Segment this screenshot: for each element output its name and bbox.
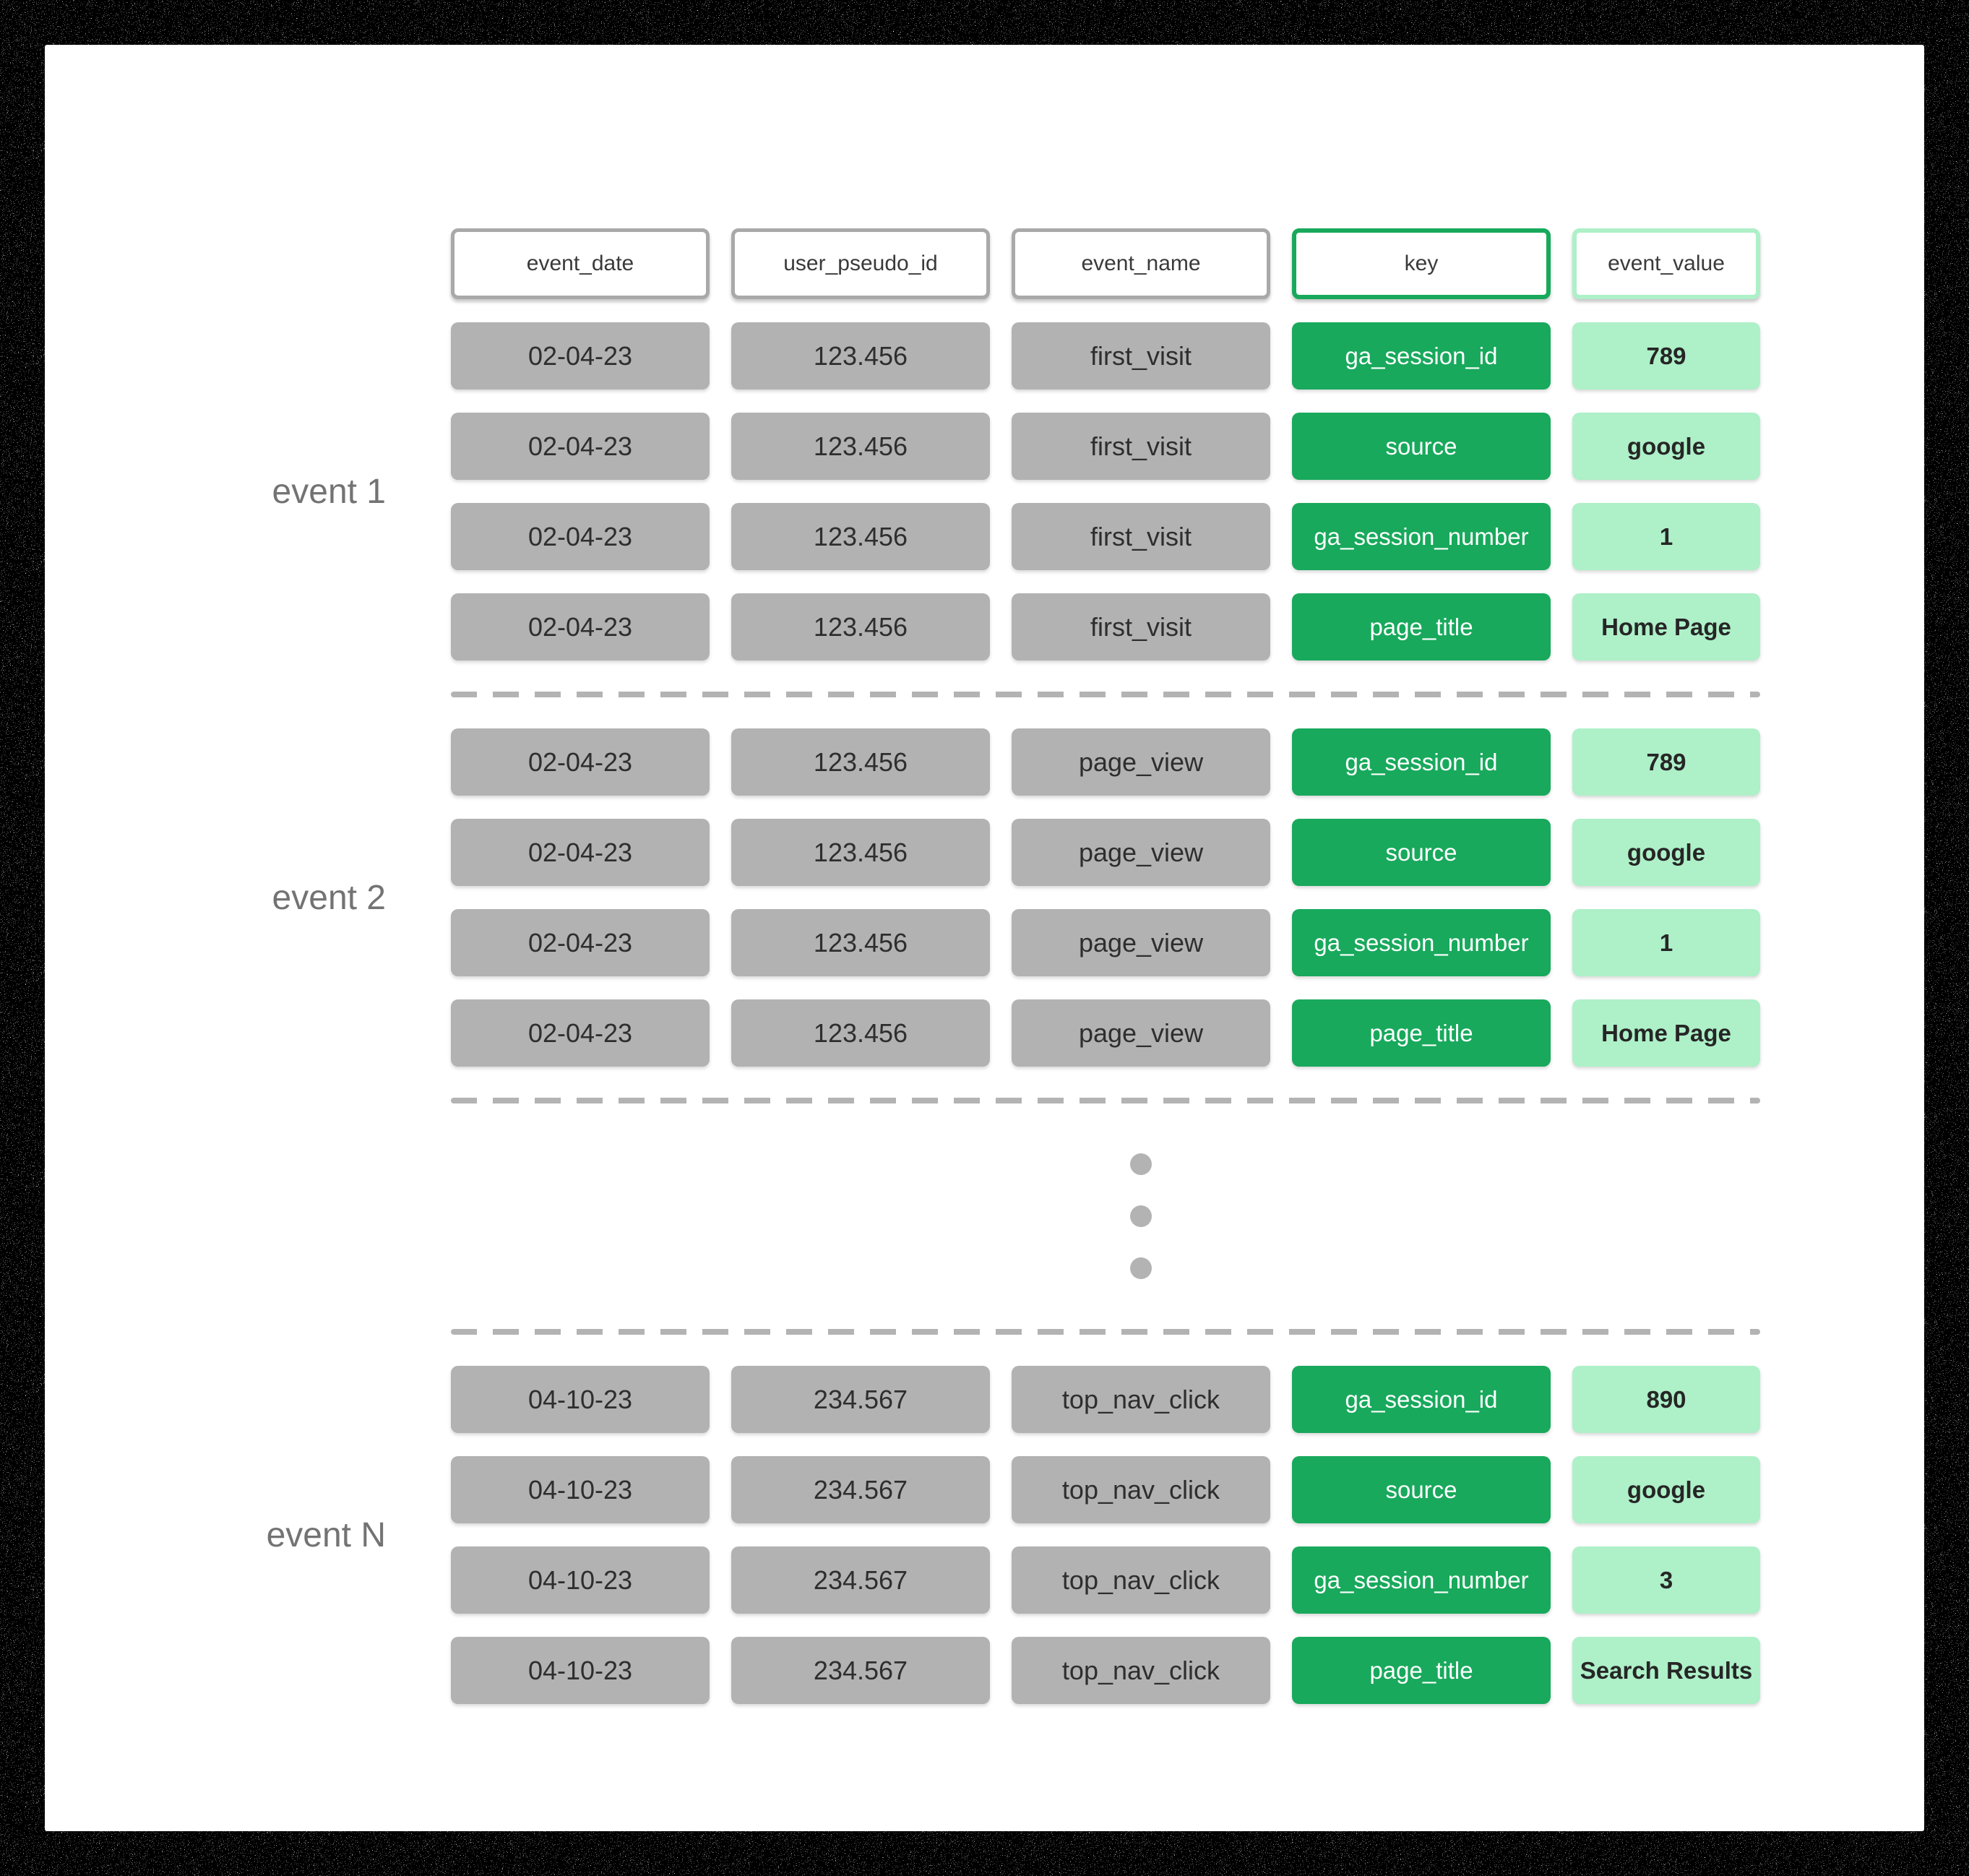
- ellipsis-dot: [1130, 1153, 1152, 1175]
- ellipsis-dot: [1130, 1205, 1152, 1227]
- cell-user_pseudo_id: 123.456: [731, 503, 990, 570]
- cell-event_name: page_view: [1012, 819, 1270, 886]
- group-label: event 1: [272, 472, 386, 511]
- cell-event_name: first_visit: [1012, 503, 1270, 570]
- cell-event_date: 02-04-23: [451, 413, 710, 480]
- cell-user_pseudo_id: 123.456: [731, 413, 990, 480]
- cell-event_name: top_nav_click: [1012, 1546, 1270, 1614]
- vertical-ellipsis-dots: [1130, 1135, 1152, 1298]
- row-label-spacer: [45, 228, 429, 299]
- cell-user_pseudo_id: 123.456: [731, 819, 990, 886]
- column-header-key: key: [1292, 228, 1551, 299]
- column-header-event_value: event_value: [1572, 228, 1760, 299]
- cell-key: ga_session_id: [1292, 322, 1551, 390]
- cell-event_value: 1: [1572, 503, 1760, 570]
- cell-key: page_title: [1292, 999, 1551, 1067]
- cell-event_value: Home Page: [1572, 593, 1760, 661]
- cell-event_date: 04-10-23: [451, 1366, 710, 1433]
- cell-event_date: 04-10-23: [451, 1637, 710, 1704]
- cell-user_pseudo_id: 123.456: [731, 728, 990, 796]
- cell-event_value: 890: [1572, 1366, 1760, 1433]
- dashed-divider-line: [451, 1098, 1760, 1103]
- cell-user_pseudo_id: 234.567: [731, 1366, 990, 1433]
- cell-event_value: Search Results: [1572, 1637, 1760, 1704]
- cell-key: page_title: [1292, 1637, 1551, 1704]
- cell-user_pseudo_id: 234.567: [731, 1456, 990, 1523]
- cell-event_date: 04-10-23: [451, 1546, 710, 1614]
- cell-user_pseudo_id: 123.456: [731, 999, 990, 1067]
- cell-key: ga_session_id: [1292, 728, 1551, 796]
- cell-event_name: page_view: [1012, 999, 1270, 1067]
- vertical-ellipsis: [45, 1135, 1760, 1298]
- cell-event_date: 02-04-23: [451, 322, 710, 390]
- dashed-divider-line: [451, 1329, 1760, 1335]
- dashed-divider-line: [451, 692, 1760, 697]
- cell-key: ga_session_number: [1292, 909, 1551, 976]
- cell-event_name: top_nav_click: [1012, 1456, 1270, 1523]
- column-header-event_date: event_date: [451, 228, 710, 299]
- cell-event_value: 789: [1572, 728, 1760, 796]
- cell-key: page_title: [1292, 593, 1551, 661]
- cell-event_date: 02-04-23: [451, 728, 710, 796]
- cell-event_value: google: [1572, 819, 1760, 886]
- cell-event_value: google: [1572, 1456, 1760, 1523]
- cell-event_date: 02-04-23: [451, 909, 710, 976]
- cell-event_name: top_nav_click: [1012, 1637, 1270, 1704]
- cell-event_value: 789: [1572, 322, 1760, 390]
- cell-user_pseudo_id: 234.567: [731, 1546, 990, 1614]
- cell-event_name: page_view: [1012, 909, 1270, 976]
- cell-key: ga_session_id: [1292, 1366, 1551, 1433]
- group-label: event N: [266, 1515, 386, 1554]
- cell-key: ga_session_number: [1292, 1546, 1551, 1614]
- cell-event_date: 02-04-23: [451, 503, 710, 570]
- ellipsis-dot: [1130, 1257, 1152, 1279]
- cell-event_value: 1: [1572, 909, 1760, 976]
- cell-event_name: top_nav_click: [1012, 1366, 1270, 1433]
- group-separator: [45, 1090, 1760, 1111]
- cell-user_pseudo_id: 123.456: [731, 593, 990, 661]
- cell-event_date: 02-04-23: [451, 593, 710, 661]
- cell-event_value: google: [1572, 413, 1760, 480]
- cell-event_date: 02-04-23: [451, 999, 710, 1067]
- column-header-event_name: event_name: [1012, 228, 1270, 299]
- cell-user_pseudo_id: 234.567: [731, 1637, 990, 1704]
- cell-event_name: first_visit: [1012, 413, 1270, 480]
- cell-key: ga_session_number: [1292, 503, 1551, 570]
- cell-event_date: 04-10-23: [451, 1456, 710, 1523]
- group-separator: [45, 1321, 1760, 1343]
- cell-event_name: page_view: [1012, 728, 1270, 796]
- cell-event_date: 02-04-23: [451, 819, 710, 886]
- cell-user_pseudo_id: 123.456: [731, 322, 990, 390]
- cell-key: source: [1292, 1456, 1551, 1523]
- cell-key: source: [1292, 819, 1551, 886]
- group-label: event 2: [272, 878, 386, 917]
- column-header-user_pseudo_id: user_pseudo_id: [731, 228, 990, 299]
- cell-user_pseudo_id: 123.456: [731, 909, 990, 976]
- cell-event_name: first_visit: [1012, 593, 1270, 661]
- cell-event_value: Home Page: [1572, 999, 1760, 1067]
- cell-event_value: 3: [1572, 1546, 1760, 1614]
- cell-key: source: [1292, 413, 1551, 480]
- group-separator: [45, 684, 1760, 705]
- cell-event_name: first_visit: [1012, 322, 1270, 390]
